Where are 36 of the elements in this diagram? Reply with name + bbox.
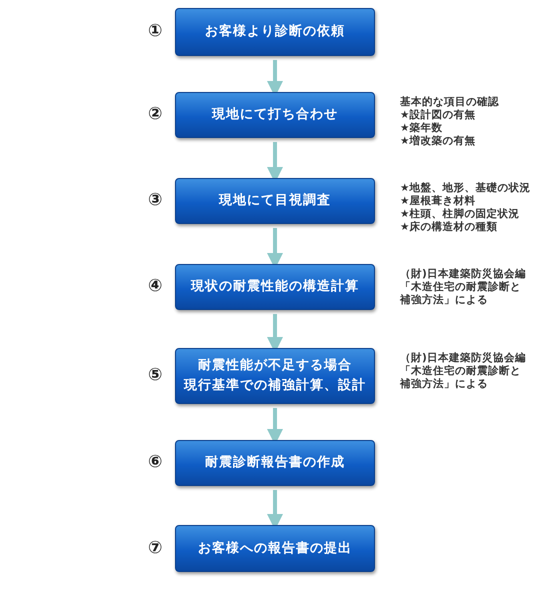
process-box xyxy=(175,178,375,224)
box-text: お客様への報告書の提出 xyxy=(198,540,352,558)
note-line: ★地盤、地形、基礎の状況 xyxy=(400,182,530,195)
process-box xyxy=(175,348,375,404)
note-line: ★床の構造材の種類 xyxy=(400,221,498,234)
step-number: ③ xyxy=(148,190,162,210)
note-line: 基本的な項目の確認 xyxy=(400,96,499,109)
box-text: 現地にて目視調査 xyxy=(219,192,331,210)
note-line: ★屋根葺き材料 xyxy=(400,195,476,208)
note-line: ★築年数 xyxy=(400,122,444,134)
note-line: ★設計図の有無 xyxy=(400,109,476,122)
box-text: 現行基準での補強計算、設計 xyxy=(184,376,366,395)
process-box xyxy=(175,525,375,572)
step-number: ② xyxy=(148,104,162,124)
step-number: ⑥ xyxy=(148,452,162,472)
note-line: ★柱頭、柱脚の固定状況 xyxy=(400,208,520,221)
process-box xyxy=(175,440,375,486)
step-number: ① xyxy=(148,21,162,41)
step-number: ⑦ xyxy=(148,538,162,558)
process-box xyxy=(175,264,375,310)
process-box xyxy=(175,8,375,56)
step-number: ④ xyxy=(148,276,162,296)
box-text: 耐震診断報告書の作成 xyxy=(205,454,345,472)
note-line: （財)日本建築防災協会編 xyxy=(400,352,526,364)
box-text: お客様より診断の依頼 xyxy=(205,22,345,41)
note-line: 「木造住宅の耐震診断と xyxy=(400,281,522,294)
note-line: 補強方法」による xyxy=(400,294,489,307)
note-line: 「木造住宅の耐震診断と xyxy=(400,365,522,378)
note-line: （財)日本建築防災協会編 xyxy=(400,268,526,280)
box-text: 耐震性能が不足する場合 xyxy=(198,357,352,375)
note-line: 補強方法」による xyxy=(400,378,489,391)
box-text: 現地にて打ち合わせ xyxy=(212,106,338,124)
box-text: 現状の耐震性能の構造計算 xyxy=(191,278,359,296)
process-box xyxy=(175,92,375,138)
step-number: ⑤ xyxy=(148,365,162,385)
note-line: ★増改築の有無 xyxy=(400,135,476,148)
